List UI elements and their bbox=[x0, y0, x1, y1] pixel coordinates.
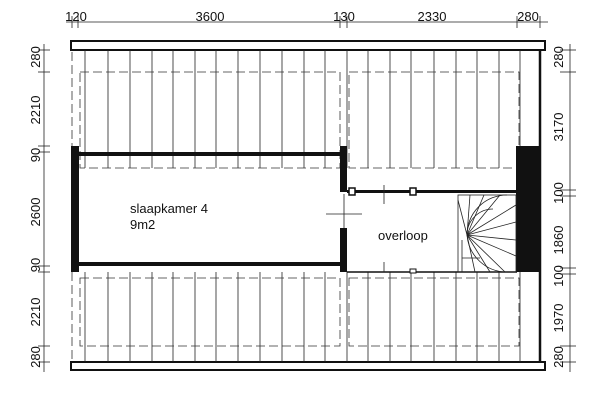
landing-label: overloop bbox=[378, 228, 428, 243]
dim-right-3170: 3170 bbox=[551, 113, 566, 142]
walls bbox=[71, 146, 540, 274]
staircase bbox=[457, 194, 517, 273]
dim-right-1970: 1970 bbox=[551, 304, 566, 333]
dim-left-280-top: 280 bbox=[28, 46, 43, 68]
dim-left-90-top: 90 bbox=[28, 148, 43, 162]
dim-top-3600: 3600 bbox=[196, 9, 225, 24]
dim-right-1860: 1860 bbox=[551, 226, 566, 255]
roof-eave-top bbox=[70, 40, 546, 51]
dim-right-280-bottom: 280 bbox=[551, 346, 566, 368]
dim-top-120: 120 bbox=[65, 9, 87, 24]
roof-eave-bottom bbox=[70, 361, 546, 371]
rafters-top bbox=[84, 50, 521, 168]
dim-left-90-bottom: 90 bbox=[28, 258, 43, 272]
right-dimension-line: 280 3170 100 1860 100 1970 280 bbox=[551, 44, 576, 372]
left-dimension-line: 280 2210 90 2600 90 2210 280 bbox=[28, 44, 50, 372]
dim-right-100-top: 100 bbox=[551, 182, 566, 204]
bedroom-area: 9m2 bbox=[130, 217, 155, 232]
dim-right-100-bottom: 100 bbox=[551, 265, 566, 287]
dim-top-2330: 2330 bbox=[418, 9, 447, 24]
bedroom-label: slaapkamer 4 bbox=[130, 201, 208, 216]
dim-top-280: 280 bbox=[517, 9, 539, 24]
dim-left-2210-bottom: 2210 bbox=[28, 298, 43, 327]
dashed-outline bbox=[71, 52, 520, 360]
rafters-bottom bbox=[84, 272, 521, 362]
door-opening bbox=[326, 185, 385, 272]
dim-left-2600: 2600 bbox=[28, 198, 43, 227]
dim-left-280-bottom: 280 bbox=[28, 346, 43, 368]
dim-left-2210-top: 2210 bbox=[28, 96, 43, 125]
top-dimension-line: 120 3600 130 2330 280 bbox=[65, 9, 548, 28]
dim-right-280-top: 280 bbox=[551, 46, 566, 68]
dim-top-130: 130 bbox=[333, 9, 355, 24]
